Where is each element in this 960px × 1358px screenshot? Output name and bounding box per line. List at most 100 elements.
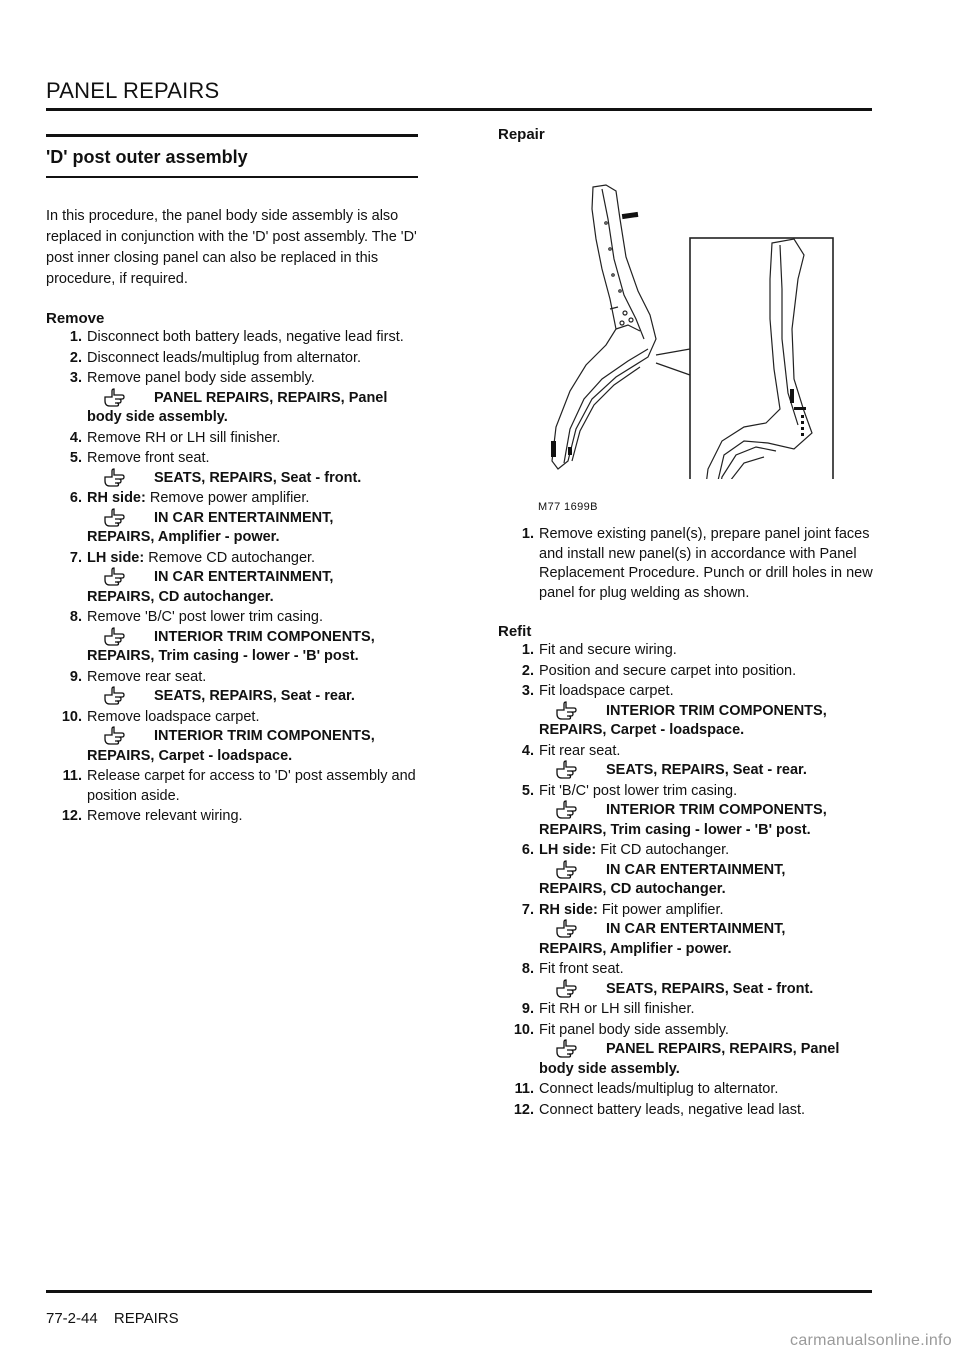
step-number: 11.: [514, 1081, 534, 1097]
pointing-hand-icon: [103, 467, 125, 487]
remove-step: 8.Remove 'B/C' post lower trim casing.: [46, 608, 418, 628]
cross-reference[interactable]: INTERIOR TRIM COMPONENTS,REPAIRS, Carpet…: [498, 700, 874, 741]
cross-reference[interactable]: IN CAR ENTERTAINMENT, REPAIRS, CD autocha…: [498, 859, 874, 900]
cross-reference-line1: IN CAR ENTERTAINMENT,: [154, 509, 334, 526]
refit-step: 8.Fit front seat.: [498, 960, 874, 980]
cross-reference-line1: SEATS, REPAIRS, Seat - front.: [606, 980, 814, 997]
cross-reference[interactable]: PANEL REPAIRS, REPAIRS, Panel body side a…: [498, 1039, 874, 1079]
cross-reference-line1: SEATS, REPAIRS, Seat - front.: [154, 469, 362, 486]
remove-step: 11.Release carpet for access to 'D' post…: [46, 767, 418, 806]
remove-step: 4.Remove RH or LH sill finisher.: [46, 429, 418, 449]
right-column: Repair: [498, 120, 874, 1120]
step-text: Remove front seat.: [87, 450, 210, 466]
step-number: 5.: [521, 782, 534, 799]
pointing-hand-icon: [103, 626, 125, 646]
step-text: Connect leads/multiplug to alternator.: [539, 1081, 779, 1097]
refit-heading: Refit: [498, 623, 532, 640]
remove-step: 10.Remove loadspace carpet.: [46, 708, 418, 728]
step-number: 3.: [521, 683, 534, 699]
step-text: Remove relevant wiring.: [87, 808, 243, 824]
pointing-hand-icon: [555, 759, 577, 779]
footer-rule: [46, 1290, 872, 1293]
repair-steps-list: 1. Remove existing panel(s), prepare pane…: [498, 525, 874, 603]
refit-steps-list: 1. Fit and secure wiring. 2.Position and s…: [498, 641, 874, 1120]
remove-step: 1. Disconnect both battery leads, negativ…: [46, 328, 418, 348]
cross-reference-line1: IN CAR ENTERTAINMENT,: [154, 569, 334, 585]
cross-reference[interactable]: SEATS, REPAIRS, Seat - front.: [498, 978, 874, 1000]
cross-reference-line2: body side assembly.: [87, 409, 228, 425]
step-number: 9.: [69, 668, 82, 685]
step-number: 7.: [69, 549, 82, 566]
cross-reference-line1: INTERIOR TRIM COMPONENTS,: [606, 802, 827, 818]
cross-reference-line1: INTERIOR TRIM COMPONENTS,: [154, 728, 375, 744]
refit-step: 9.Fit RH or LH sill finisher.: [498, 1000, 874, 1020]
pointing-hand-icon: [555, 700, 577, 720]
pointing-hand-icon: [555, 799, 577, 819]
cross-reference[interactable]: INTERIOR TRIM COMPONENTS,REPAIRS, Trim c…: [46, 626, 418, 667]
step-number: 5.: [69, 450, 82, 466]
watermark: carmanualsonline.info: [790, 1332, 952, 1349]
repair-step: 1. Remove existing panel(s), prepare pane…: [498, 525, 874, 603]
step-text: Remove rear seat.: [87, 668, 207, 685]
cross-reference-line2: body side assembly.: [539, 1060, 680, 1077]
step-number: 4.: [521, 742, 534, 759]
cross-reference[interactable]: IN CAR ENTERTAINMENT,REPAIRS, Amplifier …: [498, 919, 874, 959]
step-text: Position and secure carpet into position…: [539, 662, 797, 679]
step-text: Disconnect both battery leads, negative …: [87, 329, 404, 345]
cross-reference[interactable]: SEATS, REPAIRS, Seat - rear.: [46, 686, 418, 707]
step-number: 1.: [521, 642, 534, 658]
cross-reference[interactable]: INTERIOR TRIM COMPONENTS,REPAIRS, Trim c…: [498, 799, 874, 840]
cross-reference[interactable]: SEATS, REPAIRS, Seat - front.: [46, 467, 418, 489]
cross-reference-line2: REPAIRS, CD autochanger.: [539, 881, 726, 897]
refit-step: 5. Fit 'B/C' post lower trim casing.: [498, 782, 874, 802]
pointing-hand-icon: [103, 566, 125, 586]
step-number: 1.: [521, 526, 534, 542]
step-text: Fit CD autochanger.: [596, 842, 730, 858]
left-column: 'D' post outer assembly In this procedur…: [46, 134, 418, 827]
step-number: 12.: [513, 1101, 534, 1118]
step-number: 1.: [69, 329, 82, 345]
step-text: Connect battery leads, negative lead las…: [539, 1101, 805, 1118]
cross-reference-line2: REPAIRS, Carpet - loadspace.: [539, 722, 745, 738]
footer: 77-2-44 REPAIRS: [46, 1310, 179, 1327]
step-number: 12.: [61, 808, 82, 824]
step-number: 11.: [62, 768, 82, 784]
step-text: Fit power amplifier.: [597, 901, 724, 918]
step-text: Remove RH or LH sill finisher.: [87, 429, 281, 446]
intro-paragraph: In this procedure, the panel body side a…: [46, 208, 417, 287]
step-text: Fit and secure wiring.: [539, 642, 677, 658]
step-number: 10.: [513, 1021, 534, 1038]
step-side-label: RH side:: [539, 901, 598, 918]
cross-reference[interactable]: IN CAR ENTERTAINMENT, REPAIRS, CD autocha…: [46, 566, 418, 607]
cross-reference-line2: REPAIRS, Trim casing - lower - 'B' post.: [87, 648, 359, 664]
refit-step: 2.Position and secure carpet into positi…: [498, 662, 874, 682]
step-text: Remove existing panel(s), prepare panel …: [539, 526, 873, 601]
figure-label: M77 1699B: [538, 501, 598, 513]
step-text: Remove CD autochanger.: [144, 549, 316, 566]
remove-step: 3.Remove panel body side assembly.: [46, 369, 418, 389]
refit-step: 10.Fit panel body side assembly.: [498, 1021, 874, 1041]
cross-reference-line2: REPAIRS, CD autochanger.: [87, 588, 274, 605]
refit-step: 7.RH side: Fit power amplifier.: [498, 901, 874, 921]
pointing-hand-icon: [555, 859, 577, 879]
cross-reference-line1: IN CAR ENTERTAINMENT,: [606, 861, 786, 878]
refit-step: 3. Fit loadspace carpet.: [498, 682, 874, 702]
pointing-hand-icon: [103, 387, 125, 407]
step-number: 6.: [69, 490, 82, 506]
cross-reference[interactable]: INTERIOR TRIM COMPONENTS,REPAIRS, Carpet…: [46, 726, 418, 766]
page-header-title: PANEL REPAIRS: [46, 78, 220, 103]
step-text: Remove 'B/C' post lower trim casing.: [87, 609, 324, 625]
remove-step: 6.RH side: Remove power amplifier.: [46, 489, 418, 509]
cross-reference-line1: SEATS, REPAIRS, Seat - rear.: [154, 688, 355, 704]
cross-reference[interactable]: IN CAR ENTERTAINMENT,REPAIRS, Amplifier …: [46, 507, 418, 548]
repair-figure: M77 1699B: [498, 179, 874, 516]
step-number: 8.: [521, 961, 534, 977]
pointing-hand-icon: [103, 507, 125, 527]
step-text: Fit loadspace carpet.: [539, 683, 674, 699]
pointing-hand-icon: [555, 978, 577, 998]
cross-reference-line1: PANEL REPAIRS, REPAIRS, Panel: [606, 1041, 840, 1057]
d-post-illustration: [551, 184, 834, 516]
step-text: Fit 'B/C' post lower trim casing.: [539, 782, 738, 799]
cross-reference[interactable]: SEATS, REPAIRS, Seat - rear.: [498, 759, 874, 781]
